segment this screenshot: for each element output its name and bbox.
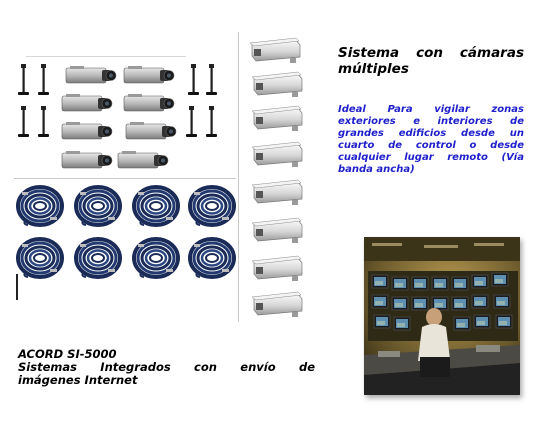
surveillance-equipment-collage	[16, 37, 303, 318]
product-model: ACORD SI-5000	[18, 347, 117, 361]
control-room-illustration	[364, 237, 520, 395]
system-description: Ideal Para vigilar zonas exteriores e in…	[338, 104, 524, 175]
top-rule	[26, 56, 186, 57]
product-subtitle-continued: imágenes Internet	[18, 373, 138, 387]
control-room-photo	[364, 237, 520, 395]
horizontal-divider	[14, 178, 236, 179]
vertical-divider	[238, 32, 239, 322]
system-title: Sistema con cámaras múltiples	[338, 45, 524, 77]
edge-mark	[16, 274, 18, 300]
product-subtitle: Sistemas Integrados con envío de	[18, 360, 315, 374]
